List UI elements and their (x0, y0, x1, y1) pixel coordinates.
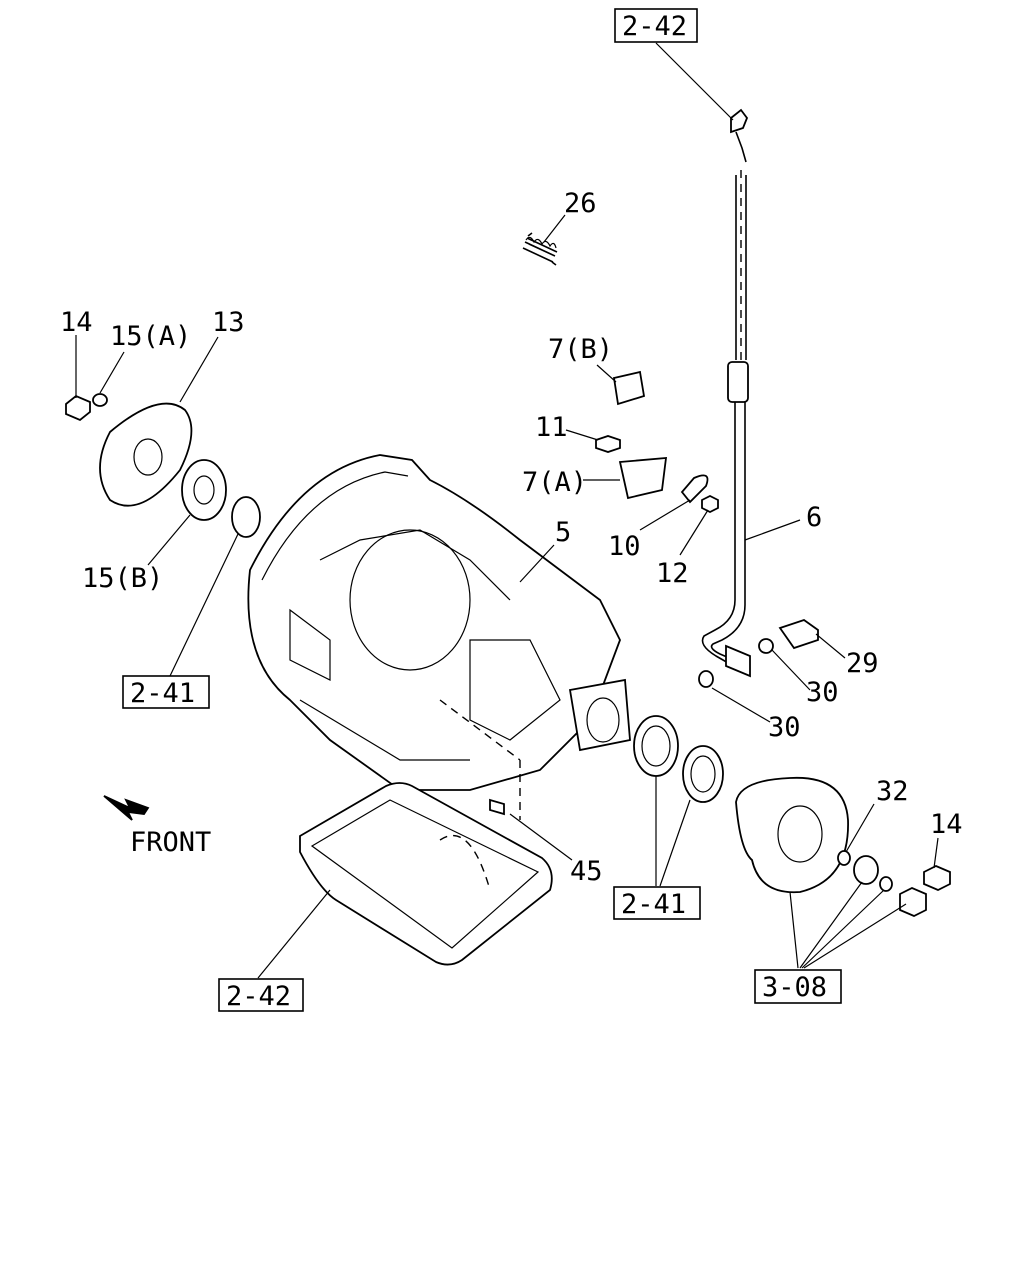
transmission-housing (247, 454, 631, 820)
callout-32: 32 (876, 776, 909, 807)
bolt-washer-group (698, 619, 819, 688)
callout-11: 11 (535, 412, 568, 443)
oil-pan (299, 782, 553, 966)
callout-5: 5 (555, 517, 571, 548)
seal-group (633, 715, 724, 803)
ref-box-pan (218, 978, 304, 1012)
dipstick-assembly (701, 108, 751, 678)
callout-30-lower: 30 (768, 712, 801, 743)
callout-10: 10 (608, 531, 641, 562)
ref-box-seal-right (613, 886, 701, 920)
callout-13: 13 (212, 307, 245, 338)
ref-box-seal-left (122, 675, 210, 709)
ref-box-top (614, 8, 698, 43)
callout-45: 45 (570, 856, 603, 887)
leader-lines (75, 42, 939, 979)
ref-seal-right: 2-41 (621, 889, 686, 920)
ref-box-flange (754, 969, 842, 1004)
callout-30-upper: 30 (806, 677, 839, 708)
callout-29: 29 (846, 648, 879, 679)
callout-15b: 15(B) (82, 563, 163, 594)
callout-14-right: 14 (930, 809, 963, 840)
callout-6: 6 (806, 502, 822, 533)
callout-7b: 7(B) (548, 334, 613, 365)
flange-group (735, 776, 951, 917)
front-label: FRONT (130, 827, 211, 858)
flexplate-group (65, 393, 261, 538)
callout-15a: 15(A) (110, 321, 191, 352)
bracket-group (595, 370, 719, 514)
callout-26: 26 (564, 188, 597, 219)
ref-top: 2-42 (622, 11, 687, 42)
spring-part (522, 232, 558, 266)
callout-12: 12 (656, 558, 689, 589)
ref-seal-left: 2-41 (130, 678, 195, 709)
callout-7a: 7(A) (522, 467, 587, 498)
callout-14-left: 14 (60, 307, 93, 338)
front-arrow-icon (103, 795, 150, 821)
ref-pan: 2-42 (226, 981, 291, 1012)
ref-flange: 3-08 (762, 972, 827, 1003)
